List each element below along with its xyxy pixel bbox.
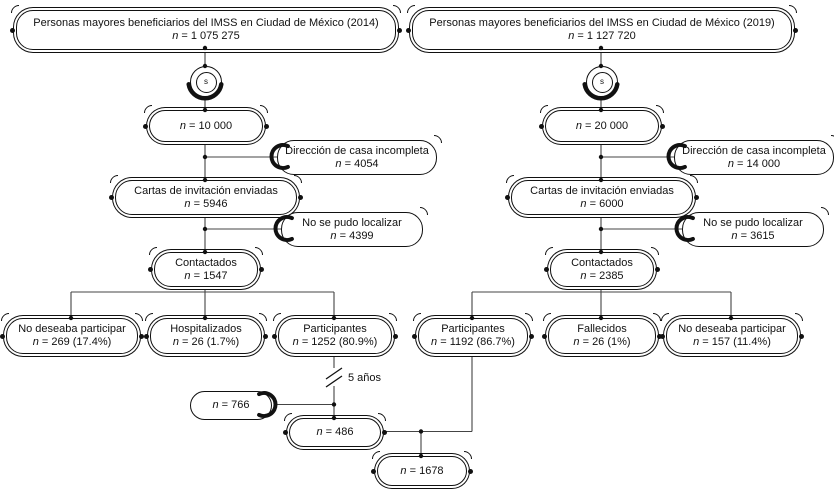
sketch-arc-icon <box>269 309 293 333</box>
node-stat: n = 20 000 <box>575 119 629 132</box>
node-stat: n = 766 <box>212 399 250 411</box>
node-title: Cartas de invitación enviadas <box>134 184 278 197</box>
node-title: Fallecidos <box>577 323 627 335</box>
node-contacted-2019: Contactados n = 2385 <box>541 243 663 287</box>
sketch-arc-icon <box>644 101 668 125</box>
sketch-arc-icon <box>403 1 427 25</box>
node-hospitalized-2014: Hospitalizados n = 26 (1.7%) <box>141 309 271 354</box>
label-followup-gap: 5 años <box>348 372 382 384</box>
node-cohort-2019: Personas mayores beneficiarios del IMSS … <box>403 1 801 50</box>
callout-not-located-2014: No se pudo localizar n = 4399 <box>281 203 432 247</box>
node-letters-sent-2019: Cartas de invitación enviadas n = 6000 <box>502 171 702 215</box>
node-participants-2019: Participantes n = 1192 (86.7%) <box>409 309 537 354</box>
node-declined-2019: No deseaba participar n = 157 (11.4%) <box>657 309 807 354</box>
sketch-arc-icon <box>783 309 807 333</box>
sketch-arc-icon <box>381 1 405 25</box>
sketch-arc-icon <box>777 1 801 25</box>
node-title: Cartas de invitación enviadas <box>530 184 674 197</box>
node-deceased-2019: Fallecidos n = 26 (1%) <box>539 309 665 354</box>
node-sample-size-2019: n = 20 000 <box>536 101 668 142</box>
node-sample-circle-2019: s <box>586 66 618 98</box>
node-stat: n = 269 (17.4%) <box>32 336 112 348</box>
node-sample-size-2014: n = 10 000 <box>140 101 272 142</box>
node-stat: n = 10 000 <box>179 119 233 132</box>
sketch-arc-icon <box>243 243 267 267</box>
node-stat: n = 6000 <box>580 197 624 210</box>
node-stat: n = 1547 <box>184 269 228 282</box>
sketch-arc-icon <box>536 101 560 125</box>
sketch-arc-icon <box>409 309 433 333</box>
node-stat: n = 26 (1%) <box>573 336 631 348</box>
node-title: Contactados <box>571 256 633 269</box>
sketch-arc-icon <box>678 171 702 195</box>
node-stat: n = 26 (1.7%) <box>172 336 240 348</box>
sample-marker: s <box>591 71 613 93</box>
node-stat: n = 1 075 275 <box>172 30 240 42</box>
callout-address-incomplete-2014: Dirección de casa incompleta n = 4054 <box>277 131 446 175</box>
node-stat: n = 157 (11.4%) <box>693 336 771 348</box>
node-stat: n = 1252 (80.9%) <box>292 336 378 348</box>
node-stat: n = 4399 <box>330 229 374 242</box>
node-title: No se pudo localizar <box>302 216 402 229</box>
sketch-arc-icon <box>366 409 390 433</box>
sketch-arc-icon <box>141 309 165 333</box>
sketch-arc-icon <box>368 447 392 471</box>
sketch-arc-icon <box>377 309 401 333</box>
sketch-arc-icon <box>282 171 306 195</box>
sketch-arc-icon <box>541 243 565 267</box>
break-slashes-icon <box>325 367 343 388</box>
sketch-arc-icon <box>502 171 526 195</box>
sketch-arc-icon <box>513 309 537 333</box>
sketch-arc-icon <box>539 309 563 333</box>
sketch-arc-icon <box>248 101 272 125</box>
node-sample-circle-2014: s <box>190 66 222 98</box>
sketch-arc-icon <box>639 243 663 267</box>
node-title: Dirección de casa incompleta <box>682 144 826 157</box>
sketch-arc-icon <box>452 447 476 471</box>
node-letters-sent-2014: Cartas de invitación enviadas n = 5946 <box>106 171 306 215</box>
node-title: Hospitalizados <box>170 323 242 335</box>
node-stat: n = 2385 <box>580 269 624 282</box>
node-title: Participantes <box>303 323 367 335</box>
sketch-arc-icon <box>140 101 164 125</box>
sketch-arc-icon <box>247 309 271 333</box>
node-cohort-2014: Personas mayores beneficiarios del IMSS … <box>7 1 405 50</box>
sketch-arc-icon <box>809 203 833 227</box>
callout-not-located-2019: No se pudo localizar n = 3615 <box>682 203 833 247</box>
node-title: Dirección de casa incompleta <box>285 144 429 157</box>
node-stat: n = 5946 <box>184 197 228 210</box>
sketch-arc-icon <box>280 409 304 433</box>
sketch-arc-icon <box>123 309 147 333</box>
node-title: No se pudo localizar <box>703 216 803 229</box>
node-stat: n = 486 <box>316 426 354 438</box>
node-title: Contactados <box>175 256 237 269</box>
node-title: Personas mayores beneficiarios del IMSS … <box>33 17 379 29</box>
sketch-arc-icon <box>657 309 681 333</box>
node-stat: n = 4054 <box>335 157 379 170</box>
callout-address-incomplete-2019: Dirección de casa incompleta n = 14 000 <box>674 131 834 175</box>
node-lost-followup: n = 766 <box>190 391 272 420</box>
node-contacted-2014: Contactados n = 1547 <box>145 243 267 287</box>
node-stat: n = 1678 <box>400 464 444 477</box>
node-declined-2014: No deseaba participar n = 269 (17.4%) <box>0 309 147 354</box>
node-title: No deseaba participar <box>18 323 126 335</box>
node-title: No deseaba participar <box>678 323 786 335</box>
node-stat: n = 3615 <box>731 229 775 242</box>
node-stat: n = 14 000 <box>727 157 781 170</box>
node-stat: n = 1 127 720 <box>568 30 636 42</box>
node-retained: n = 486 <box>280 409 390 447</box>
node-stat: n = 1192 (86.7%) <box>431 336 515 348</box>
sketch-arc-icon <box>145 243 169 267</box>
sketch-arc-icon <box>106 171 130 195</box>
sample-marker: s <box>195 71 217 93</box>
node-participants-2014: Participantes n = 1252 (80.9%) <box>269 309 401 354</box>
sketch-arc-icon <box>408 203 432 227</box>
node-title: Personas mayores beneficiarios del IMSS … <box>429 17 775 29</box>
node-combined-total: n = 1678 <box>368 447 476 486</box>
sketch-arc-icon <box>7 1 31 25</box>
node-title: Participantes <box>441 323 505 335</box>
